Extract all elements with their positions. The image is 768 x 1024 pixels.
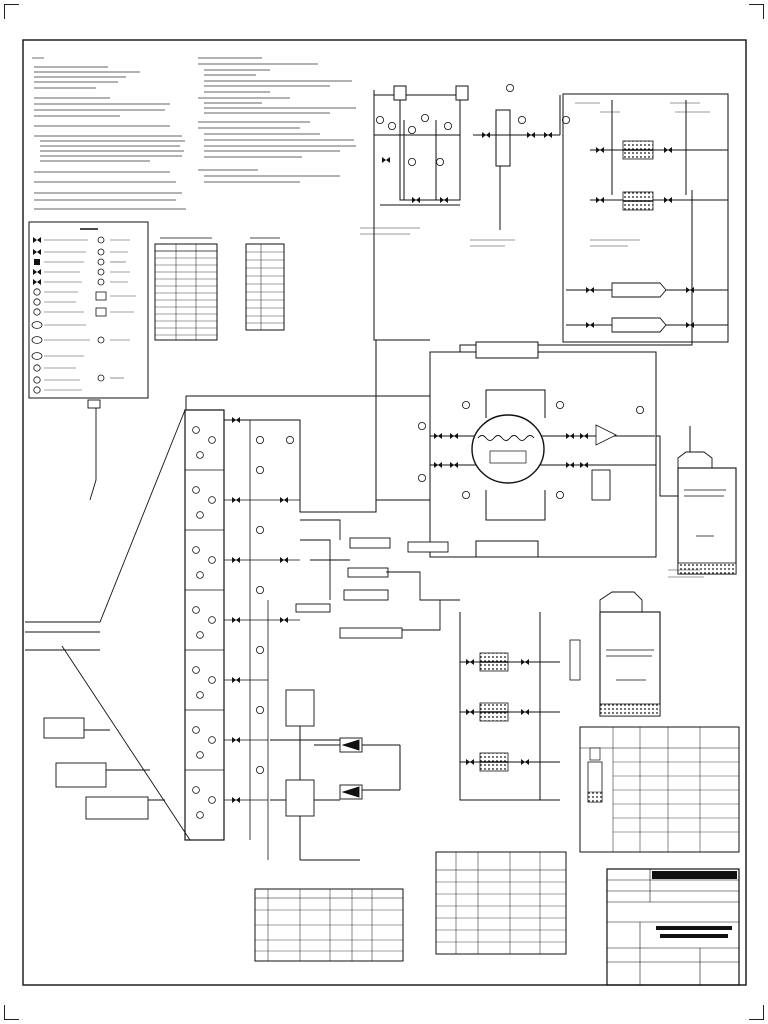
top-right-heat-exchangers bbox=[459, 93, 729, 352]
left-tag-boxes bbox=[43, 399, 149, 820]
drawing-border bbox=[22, 39, 747, 986]
phe-unit-bottom-3 bbox=[479, 752, 509, 772]
instrument-table-bottom bbox=[435, 851, 567, 955]
condenser-section bbox=[375, 340, 678, 558]
top-pump-skid bbox=[373, 85, 561, 341]
legend-box bbox=[28, 221, 149, 399]
center-flow-boxes bbox=[295, 537, 449, 639]
rack-pumps bbox=[192, 426, 216, 819]
cooling-tower-2 bbox=[569, 591, 661, 717]
pipe-size-table bbox=[154, 237, 218, 341]
bottom-heat-exchangers bbox=[459, 612, 560, 801]
general-notes bbox=[32, 57, 356, 210]
phe-unit-bottom-2 bbox=[479, 702, 509, 722]
line-designation-table bbox=[245, 237, 285, 331]
vertical-pump-rack bbox=[184, 352, 431, 860]
phe-unit-top-2 bbox=[622, 191, 654, 211]
booster-pumps-top bbox=[611, 282, 667, 333]
crop-mark-top-left bbox=[4, 4, 19, 19]
left-incoming-lines bbox=[25, 405, 191, 841]
crop-mark-bottom-right bbox=[749, 1005, 764, 1020]
condenser-shell bbox=[471, 414, 545, 484]
crop-mark-bottom-left bbox=[4, 1005, 19, 1020]
title-block-drawing-title bbox=[656, 926, 732, 938]
phe-unit-top-1 bbox=[622, 140, 654, 160]
equipment-table-bottom bbox=[254, 888, 404, 962]
condenser-side-units bbox=[591, 424, 617, 501]
cooling-tower-1 bbox=[677, 426, 737, 575]
schedule-table-right bbox=[579, 726, 740, 853]
bottom-filter-units bbox=[285, 689, 363, 817]
phe-unit-bottom-1 bbox=[479, 652, 509, 672]
title-block bbox=[606, 868, 740, 986]
crop-mark-top-right bbox=[749, 4, 764, 19]
